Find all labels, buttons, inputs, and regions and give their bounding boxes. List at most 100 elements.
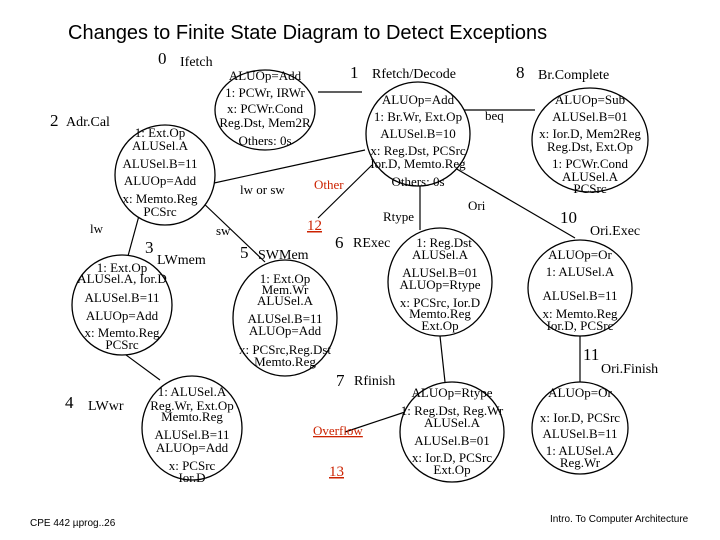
- state-11: 11 Ori.Finish ALUOp=Or x: Ior.D, PCSrc A…: [540, 345, 658, 470]
- state-2-oval: [114, 124, 216, 226]
- state-1-oval: [365, 81, 471, 187]
- state-8-line-2: ALUSel.B=01: [552, 109, 628, 124]
- state-10-line-4: ALUSel.B=11: [542, 288, 617, 303]
- state-8: 8 Br.Complete ALUOp=Sub ALUSel.B=01 x: I…: [516, 63, 641, 196]
- state-5-number: 5: [240, 243, 249, 262]
- transition-labels: beq lw or sw Other Rtype Ori lw sw Overf…: [90, 108, 504, 438]
- state-6-line-4: ALUOp=Rtype: [400, 277, 481, 292]
- state-3-name: LWmem: [157, 253, 206, 268]
- state-7-line-2: 1: Reg.Dst, Reg.Wr: [401, 403, 504, 418]
- state-5-line-1: 1: Ext.Op: [260, 271, 311, 286]
- state-4-line-1: 1: ALUSel.A: [158, 384, 227, 399]
- state-1-line-3: ALUSel.B=10: [380, 126, 456, 141]
- state-2-line-3: ALUSel.B=11: [122, 156, 197, 171]
- state-8-number: 8: [516, 63, 525, 82]
- state-0-line-3: x: PCWr.Cond: [227, 101, 304, 116]
- edge-s7-to-s13: [344, 411, 406, 433]
- state-7-line-5: x: Ior.D, PCSrc: [412, 450, 492, 465]
- state-11-name: Ori.Finish: [601, 362, 658, 377]
- state-5-line-3: ALUSel.A: [257, 293, 314, 308]
- state-7-line-4: ALUSel.B=01: [414, 433, 490, 448]
- state-6-number: 6: [335, 233, 344, 252]
- state-10-line-1: ALUOp=Or: [548, 247, 612, 262]
- edge-s6-to-s7: [439, 335, 446, 383]
- state-11-number: 11: [583, 345, 599, 364]
- state-3-line-6: PCSrc: [105, 337, 138, 352]
- state-1: 1 Rfetch/Decode ALUOp=Add 1: Br.Wr, Ext.…: [350, 63, 466, 189]
- edge-s1-to-s10: [454, 167, 576, 239]
- state-6: 6 RExec 1: Reg.Dst ALUSel.A ALUSel.B=01 …: [335, 233, 481, 333]
- state-1-line-6: Others: 0s: [391, 174, 444, 189]
- state-7: 7 Rfinish ALUOp=Rtype 1: Reg.Dst, Reg.Wr…: [336, 371, 504, 477]
- state-4-number: 4: [65, 393, 74, 412]
- transition-sw-label: sw: [216, 223, 231, 238]
- state-3-line-2: ALUSel.A, Ior.D: [77, 271, 167, 286]
- state-4-line-6: x: PCSrc: [169, 458, 216, 473]
- transition-rtype-label: Rtype: [383, 209, 414, 224]
- state-2-number: 2: [50, 111, 59, 130]
- state-3-number: 3: [145, 238, 154, 257]
- state-0-oval: [214, 69, 316, 151]
- state-2-line-5: x: Memto.Reg: [122, 191, 198, 206]
- state-5-line-4: ALUSel.B=11: [247, 311, 322, 326]
- state-10: 10 Ori.Exec ALUOp=Or 1: ALUSel.A ALUSel.…: [542, 208, 640, 333]
- state-2-line-2: ALUSel.A: [132, 138, 189, 153]
- state-0-line-1: ALUOp=Add: [229, 68, 302, 83]
- edge-s2-to-s3: [127, 211, 141, 257]
- state-1-line-2: 1: Br.Wr, Ext.Op: [374, 109, 462, 124]
- state-2-line-6: PCSrc: [143, 204, 176, 219]
- state-7-oval: [399, 381, 505, 483]
- page-title: Changes to Finite State Diagram to Detec…: [68, 22, 547, 44]
- state-8-line-6: ALUSel.A: [562, 169, 619, 184]
- edge-s3-to-s4: [121, 351, 161, 381]
- state-1-name: Rfetch/Decode: [372, 67, 456, 82]
- exception-state-13: 13: [329, 464, 344, 480]
- state-11-line-1: ALUOp=Or: [548, 385, 612, 400]
- transition-lw-label: lw: [90, 221, 104, 236]
- state-0-line-4: Reg.Dst, Mem2R: [219, 115, 311, 130]
- state-6-line-6: Memto.Reg: [409, 306, 471, 321]
- state-ovals: [71, 69, 649, 483]
- state-10-line-5: x: Memto.Reg: [542, 306, 618, 321]
- state-11-line-3: x: Ior.D, PCSrc: [540, 410, 620, 425]
- state-3-line-5: x: Memto.Reg: [84, 325, 160, 340]
- state-11-line-6: Reg.Wr: [560, 455, 601, 470]
- transition-lw-or-sw-label: lw or sw: [240, 182, 285, 197]
- state-11-oval: [531, 381, 629, 475]
- state-3: 3 LWmem 1: Ext.Op ALUSel.A, Ior.D ALUSel…: [77, 238, 206, 352]
- state-10-name: Ori.Exec: [590, 224, 640, 239]
- state-5-line-7: Memto.Reg: [254, 354, 316, 369]
- state-4-line-7: Ior.D: [178, 470, 205, 485]
- exception-states: 12 13: [307, 218, 344, 480]
- state-8-line-7: PCSrc: [573, 181, 606, 196]
- state-10-line-2: 1: ALUSel.A: [546, 264, 615, 279]
- state-2-name: Adr.Cal: [66, 115, 110, 130]
- transition-lines: [121, 91, 581, 433]
- state-2: 2 Adr.Cal 1: Ext.Op ALUSel.A ALUSel.B=11…: [50, 111, 198, 219]
- state-6-name: RExec: [353, 236, 390, 251]
- state-0-name: Ifetch: [180, 55, 213, 70]
- state-2-line-1: 1: Ext.Op: [135, 125, 186, 140]
- state-3-oval: [71, 254, 173, 356]
- state-4-line-4: ALUSel.B=11: [154, 427, 229, 442]
- state-5-name: SWMem: [258, 248, 309, 263]
- state-0: 0 Ifetch ALUOp=Add 1: PCWr, IRWr x: PCWr…: [158, 49, 311, 148]
- state-6-line-2: ALUSel.A: [412, 247, 469, 262]
- footer-course-title: Intro. To Computer Architecture: [550, 514, 689, 525]
- state-6-line-3: ALUSel.B=01: [402, 265, 478, 280]
- state-4-oval: [141, 375, 243, 481]
- state-7-line-1: ALUOp=Rtype: [412, 385, 493, 400]
- state-5: 5 SWMem 1: Ext.Op Mem.Wr ALUSel.A ALUSel…: [239, 243, 331, 369]
- transition-overflow-label: Overflow: [313, 423, 363, 438]
- state-10-line-6: Ior.D, PCSrc: [547, 318, 614, 333]
- state-5-line-5: ALUOp=Add: [249, 323, 322, 338]
- state-3-line-3: ALUSel.B=11: [84, 290, 159, 305]
- state-4-line-2: Reg.Wr, Ext.Op: [150, 398, 233, 413]
- state-3-line-4: ALUOp=Add: [86, 308, 159, 323]
- state-11-line-5: 1: ALUSel.A: [546, 443, 615, 458]
- state-1-line-4: x: Reg.Dst, PCSrc: [370, 143, 466, 158]
- state-8-line-4: Reg.Dst, Ext.Op: [547, 139, 633, 154]
- state-6-oval: [387, 227, 493, 337]
- edge-s1-to-s12: [317, 164, 373, 219]
- state-7-line-3: ALUSel.A: [424, 415, 481, 430]
